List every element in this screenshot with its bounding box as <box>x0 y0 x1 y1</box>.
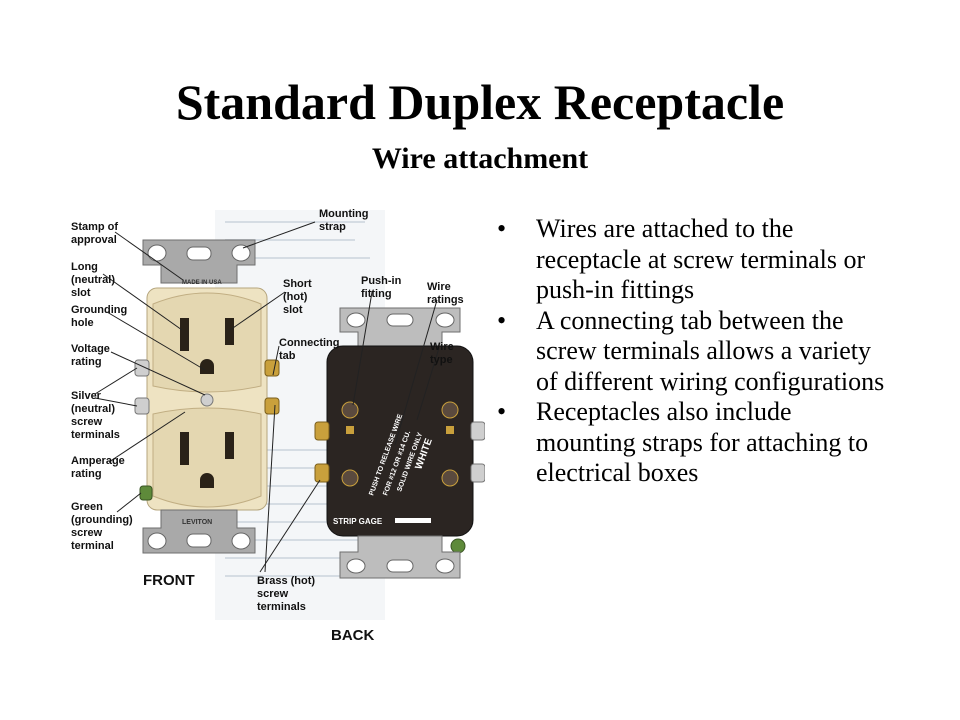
slide-title: Standard Duplex Receptacle <box>175 74 785 130</box>
silver-screw-icon <box>134 359 150 377</box>
release-slot-icon <box>446 426 454 434</box>
brass-screw-icon <box>264 359 280 377</box>
release-slot-icon <box>346 426 354 434</box>
strip-gage-marking: STRIP GAGE <box>333 517 383 526</box>
bullet-item: • A connecting tab between the screw ter… <box>497 306 897 398</box>
bullet-item: • Wires are attached to the receptacle a… <box>497 214 897 306</box>
strap-hole-icon <box>231 244 251 262</box>
strap-hole-icon <box>231 532 251 550</box>
bullet-text: Wires are attached to the receptacle at … <box>536 214 866 304</box>
brass-screw-icon <box>314 463 330 483</box>
strap-hole-icon <box>435 312 455 328</box>
upper-long-slot <box>180 318 189 351</box>
made-in-marking: MADE IN USA <box>182 280 222 286</box>
bullet-list: • Wires are attached to the receptacle a… <box>497 214 897 489</box>
strap-slot-icon <box>386 313 414 327</box>
bullet-text: Receptacles also include mounting straps… <box>536 397 869 487</box>
upper-outlet-face <box>152 292 262 393</box>
brass-screw-icon <box>264 397 280 415</box>
upper-short-slot <box>225 318 234 345</box>
silver-screw-icon <box>470 421 485 441</box>
receptacle-diagram-svg: MADE IN USA LEVITON <box>71 208 485 644</box>
upper-ground-hole <box>200 359 214 374</box>
caption-front: FRONT <box>143 572 195 589</box>
lower-ground-hole <box>200 473 214 488</box>
push-in-hole-icon <box>441 469 459 487</box>
strap-slot-icon <box>186 246 212 261</box>
strap-slot-icon <box>186 533 212 548</box>
label-long-slot: Long(neutral)slot <box>71 261 115 299</box>
silver-screw-icon <box>470 463 485 483</box>
bullet-marker: • <box>497 305 507 335</box>
strap-hole-icon <box>147 244 167 262</box>
green-screw-icon <box>450 538 466 554</box>
back-receptacle: PUSH TO RELEASE WIRE FOR #12 OR #14 CU. … <box>314 307 485 579</box>
silver-screw-icon <box>134 397 150 415</box>
bullet-marker: • <box>497 214 507 243</box>
front-strap-top <box>142 239 256 284</box>
strap-hole-icon <box>346 558 366 574</box>
strap-slot-icon <box>386 559 414 573</box>
front-strap-bottom <box>142 509 256 554</box>
push-in-hole-icon <box>441 401 459 419</box>
back-strap-bottom <box>339 535 461 579</box>
strap-hole-icon <box>147 532 167 550</box>
push-in-hole-icon <box>341 401 359 419</box>
label-short-slot: Short(hot)slot <box>283 278 312 316</box>
strap-hole-icon <box>435 558 455 574</box>
lower-long-slot <box>180 432 189 465</box>
green-screw-icon <box>139 485 153 501</box>
strap-hole-icon <box>346 312 366 328</box>
back-body <box>326 345 474 537</box>
center-screw-icon <box>200 393 214 407</box>
slide-subtitle: Wire attachment <box>371 142 589 175</box>
push-in-hole-icon <box>341 469 359 487</box>
brass-screw-icon <box>314 421 330 441</box>
lower-short-slot <box>225 432 234 459</box>
strip-gage-bar <box>395 518 431 523</box>
leader-lines <box>94 221 440 573</box>
caption-back: BACK <box>331 627 374 644</box>
bullet-marker: • <box>497 397 507 426</box>
bullet-item: • Receptacles also include mounting stra… <box>497 397 897 489</box>
front-receptacle: MADE IN USA LEVITON <box>134 239 280 554</box>
receptacle-diagram: MADE IN USA LEVITON <box>65 200 485 650</box>
brand-marking: LEVITON <box>182 519 212 526</box>
bullet-text: A connecting tab between the screw termi… <box>536 305 885 396</box>
